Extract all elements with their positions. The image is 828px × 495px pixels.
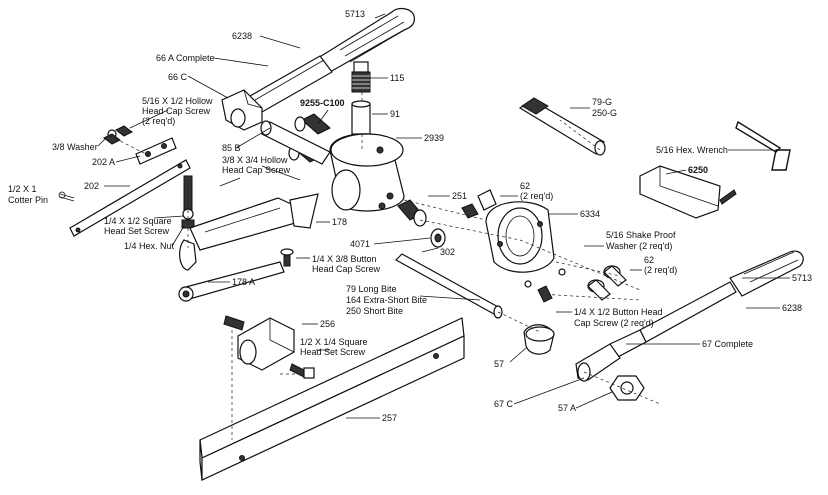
label-btn38-2: Head Cap Screw bbox=[312, 264, 381, 274]
label-250g: 250-G bbox=[592, 108, 617, 118]
label-washer-38: 3/8 Washer bbox=[52, 142, 98, 152]
label-6238-top: 6238 bbox=[232, 31, 252, 41]
washer-302 bbox=[430, 228, 446, 248]
label-sqset-2: Head Set Screw bbox=[104, 226, 170, 236]
label-251: 251 bbox=[452, 191, 467, 201]
set-screw-and-nut bbox=[181, 175, 195, 229]
label-btn12-1: 1/4 X 1/2 Button Head bbox=[574, 307, 663, 317]
square-head-set-screw bbox=[289, 363, 315, 379]
label-2939: 2939 bbox=[424, 133, 444, 143]
plate-202a bbox=[135, 137, 177, 165]
label-bite-3: 250 Short Bite bbox=[346, 306, 403, 316]
label-sq14-1: 1/2 X 1/4 Square bbox=[300, 337, 368, 347]
label-85b: 85 B bbox=[222, 143, 241, 153]
label-hex-wrench: 5/16 Hex. Wrench bbox=[656, 145, 728, 155]
plate-6334 bbox=[485, 201, 555, 273]
head-66c bbox=[221, 89, 263, 131]
handle-5713-bottom bbox=[729, 250, 804, 297]
cotter-pin bbox=[58, 191, 75, 202]
label-67c: 67 C bbox=[494, 399, 514, 409]
label-178: 178 bbox=[332, 217, 347, 227]
label-hollow34-2: Head Cap Screw bbox=[222, 165, 291, 175]
rail-257 bbox=[199, 317, 465, 481]
label-57: 57 bbox=[494, 359, 504, 369]
body-2939 bbox=[329, 133, 405, 212]
label-sqset-1: 1/4 X 1/2 Square bbox=[104, 216, 172, 226]
label-115: 115 bbox=[390, 73, 404, 83]
label-79g: 79-G bbox=[592, 97, 612, 107]
label-302: 302 bbox=[440, 247, 455, 257]
label-bite-2: 164 Extra-Short Bite bbox=[346, 295, 427, 305]
label-178a: 178 A bbox=[232, 277, 255, 287]
label-btn12-2: Cap Screw (2 req'd) bbox=[574, 318, 654, 328]
label-6250: 6250 bbox=[688, 165, 708, 175]
label-62a-2: (2 req'd) bbox=[520, 191, 553, 201]
label-66c: 66 C bbox=[168, 72, 188, 82]
part-251 bbox=[461, 189, 497, 219]
button-head-screw-38 bbox=[280, 248, 294, 267]
label-62b-2: (2 req'd) bbox=[644, 265, 677, 275]
label-62a-1: 62 bbox=[520, 181, 530, 191]
collar-57 bbox=[523, 324, 555, 355]
label-67: 67 Complete bbox=[702, 339, 753, 349]
hollow-head-screws bbox=[103, 125, 133, 145]
label-sq14-2: Head Set Screw bbox=[300, 347, 366, 357]
label-202a: 202 A bbox=[92, 157, 115, 167]
label-5713-top: 5713 bbox=[345, 9, 365, 19]
label-btn38-1: 1/4 X 3/8 Button bbox=[312, 254, 377, 264]
linkage-178 bbox=[179, 193, 319, 271]
shake-proof-washers bbox=[524, 268, 566, 288]
label-hollow-1: 5/16 X 1/2 Hollow bbox=[142, 96, 213, 106]
part-91 bbox=[351, 100, 371, 135]
label-shake-2: Washer (2 req'd) bbox=[606, 241, 672, 251]
label-257: 257 bbox=[382, 413, 397, 423]
hex-wrench bbox=[735, 120, 791, 171]
part-4071 bbox=[397, 199, 427, 227]
handle-5713-top bbox=[317, 7, 415, 73]
part-62-right bbox=[587, 265, 627, 301]
button-head-screws-12 bbox=[537, 285, 553, 303]
assembly-lines bbox=[109, 92, 661, 440]
label-shake-1: 5/16 Shake Proof bbox=[606, 230, 676, 240]
nut-57a bbox=[609, 375, 645, 401]
label-91: 91 bbox=[390, 109, 400, 119]
label-bite-1: 79 Long Bite bbox=[346, 284, 397, 294]
label-hollow34-1: 3/8 X 3/4 Hollow bbox=[222, 155, 288, 165]
label-202: 202 bbox=[84, 181, 99, 191]
bite-79g bbox=[518, 97, 606, 156]
label-6334: 6334 bbox=[580, 209, 600, 219]
label-5713-bottom: 5713 bbox=[792, 273, 812, 283]
bite-rod bbox=[395, 253, 503, 319]
label-62b-1: 62 bbox=[644, 255, 654, 265]
label-66a: 66 A Complete bbox=[156, 53, 215, 63]
part-115 bbox=[351, 61, 371, 93]
label-cotter-1: 1/2 X 1 bbox=[8, 184, 37, 194]
label-57a: 57 A bbox=[558, 403, 576, 413]
label-256: 256 bbox=[320, 319, 335, 329]
label-9255: 9255-C100 bbox=[300, 98, 345, 108]
link-178a bbox=[178, 261, 285, 302]
clevis-67c bbox=[575, 343, 621, 382]
label-hollow-2: Head Cap Screw bbox=[142, 106, 211, 116]
label-6238-bottom: 6238 bbox=[782, 303, 802, 313]
label-cotter-2: Cotter Pin bbox=[8, 195, 48, 205]
label-hollow-3: (2 req'd) bbox=[142, 116, 175, 126]
block-256 bbox=[223, 315, 295, 371]
label-4071: 4071 bbox=[350, 239, 370, 249]
label-hexnut: 1/4 Hex. Nut bbox=[124, 241, 175, 251]
bracket-6250 bbox=[639, 165, 737, 219]
bar-202 bbox=[69, 159, 191, 237]
leader-lines bbox=[97, 13, 790, 419]
part-labels: 5713 6238 66 A Complete 66 C 115 9255-C1… bbox=[8, 9, 812, 423]
